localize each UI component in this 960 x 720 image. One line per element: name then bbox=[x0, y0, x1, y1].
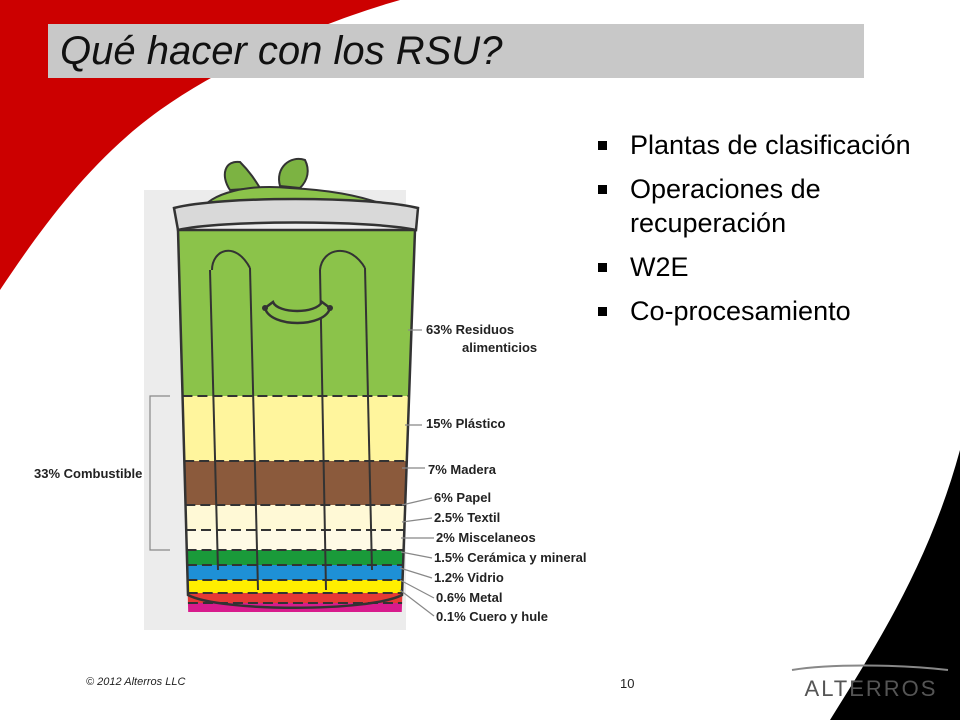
layer-band bbox=[185, 505, 406, 530]
layer-label-ceramic: 1.5% Cerámica y mineral bbox=[434, 550, 587, 565]
combustible-bracket bbox=[149, 395, 170, 551]
bullet-item: Plantas de clasificación bbox=[594, 128, 934, 162]
layer-label-wood: 7% Madera bbox=[428, 462, 496, 477]
leader-lines bbox=[399, 329, 435, 617]
bullet-item: Co-procesamiento bbox=[594, 294, 934, 328]
leaf-icon bbox=[223, 160, 262, 192]
title-bar bbox=[48, 24, 864, 78]
layer-label-plastic: 15% Plástico bbox=[426, 416, 506, 431]
copyright: © 2012 Alterros LLC bbox=[86, 676, 186, 688]
layer-label-glass: 1.2% Vidrio bbox=[434, 570, 504, 585]
square-bullet-icon bbox=[598, 141, 607, 150]
leader-line bbox=[399, 589, 435, 617]
layer-band bbox=[186, 530, 405, 550]
can-seams bbox=[209, 249, 373, 591]
layer-label-food: 63% Residuos bbox=[426, 322, 515, 337]
layer-band bbox=[186, 550, 404, 565]
layer-label-paper: 6% Papel bbox=[434, 490, 492, 505]
leader-line bbox=[401, 517, 433, 523]
square-bullet-icon bbox=[598, 307, 607, 316]
layer-label-misc: 2% Miscelaneos bbox=[436, 530, 536, 545]
layer-label-metal: 0.6% Metal bbox=[436, 590, 503, 605]
layer-band bbox=[187, 593, 403, 603]
bullet-item: Operaciones de recuperación bbox=[594, 172, 934, 240]
page-number: 10 bbox=[620, 676, 635, 691]
leader-line bbox=[399, 579, 435, 599]
layer-label-leather: 0.1% Cuero y hule bbox=[436, 609, 548, 624]
can-handle bbox=[263, 300, 332, 325]
layer-label-textile: 2.5% Textil bbox=[434, 510, 501, 525]
square-bullet-icon bbox=[598, 263, 607, 272]
slide-title: Qué hacer con los RSU? bbox=[60, 29, 503, 73]
square-bullet-icon bbox=[598, 185, 607, 194]
bullet-item: W2E bbox=[594, 250, 934, 284]
bullet-list: Plantas de clasificación Operaciones de … bbox=[594, 128, 934, 338]
layer-band bbox=[184, 461, 407, 505]
combustible-label: 33% Combustible bbox=[34, 466, 143, 481]
leaf-icon bbox=[278, 157, 309, 190]
trash-can-illustration bbox=[144, 157, 435, 630]
leader-line bbox=[399, 567, 433, 579]
leader-line bbox=[400, 551, 433, 559]
logo-text: ALTERROS bbox=[805, 676, 938, 701]
alterros-logo: ALTERROS bbox=[791, 664, 949, 701]
can-outline bbox=[176, 228, 417, 609]
can-rim bbox=[172, 197, 420, 232]
layer-band bbox=[186, 565, 404, 580]
layer-band bbox=[187, 580, 403, 593]
layer-label-food-2: alimenticios bbox=[462, 340, 538, 355]
layer-band bbox=[182, 396, 410, 461]
leader-line bbox=[401, 497, 433, 506]
